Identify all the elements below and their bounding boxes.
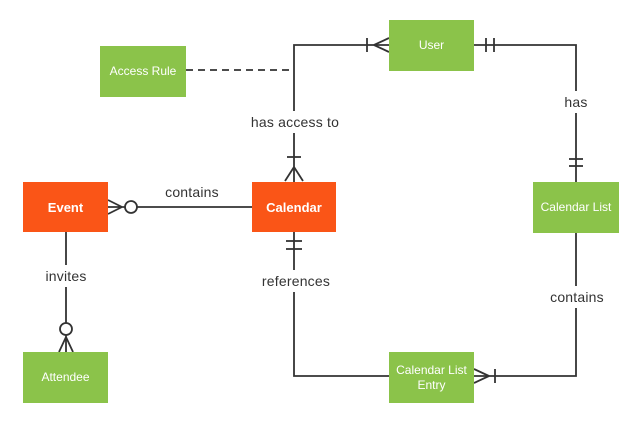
entity-event-label: Event [47,199,84,215]
optional-circle-icon [59,322,73,336]
connector-references-calendar-entry [286,232,389,377]
relationship-label-contains-calendar-list: contains [545,286,609,308]
connector-contains-calendar-list-entry [473,233,577,384]
entity-calendar-list-label: Calendar List [540,200,612,214]
entity-attendee[interactable]: Attendee [23,352,108,403]
entity-user-label: User [418,38,445,52]
crowsfoot-many-icon [107,199,125,215]
entity-event[interactable]: Event [23,182,108,232]
entity-attendee-label: Attendee [41,370,90,384]
optional-circle-icon [124,200,138,214]
connector-contains-event-calendar [107,199,252,215]
crowsfoot-many-icon [473,368,490,384]
entity-calendar-list-entry-label: Calendar List Entry [396,362,467,392]
crowsfoot-many-icon [373,37,390,53]
entity-calendar-label: Calendar [266,199,322,215]
relationship-label-invites: invites [40,265,92,287]
line-has-access-to [293,44,389,182]
crowsfoot-many-icon [58,335,74,353]
connector-has-user-calendar-list [474,38,583,182]
entity-user[interactable]: User [389,20,474,71]
entity-calendar-list-entry[interactable]: Calendar List Entry [389,352,474,403]
relationship-label-references: references [256,270,336,292]
entity-calendar[interactable]: Calendar [252,182,336,232]
relationship-label-has-access-to: has access to [245,111,345,133]
relationship-label-has: has [559,91,593,113]
relationship-label-contains-event-calendar: contains [160,181,224,203]
connector-has-access-to-calendar-user [284,37,390,182]
line-contains-list [474,233,577,377]
entity-access-rule-label: Access Rule [109,64,177,78]
connector-invites-event-attendee [58,232,74,353]
crowsfoot-many-icon [284,166,304,182]
entity-access-rule[interactable]: Access Rule [100,46,186,97]
line-references [293,232,389,377]
entity-calendar-list[interactable]: Calendar List [533,182,619,233]
line-has [474,44,577,182]
